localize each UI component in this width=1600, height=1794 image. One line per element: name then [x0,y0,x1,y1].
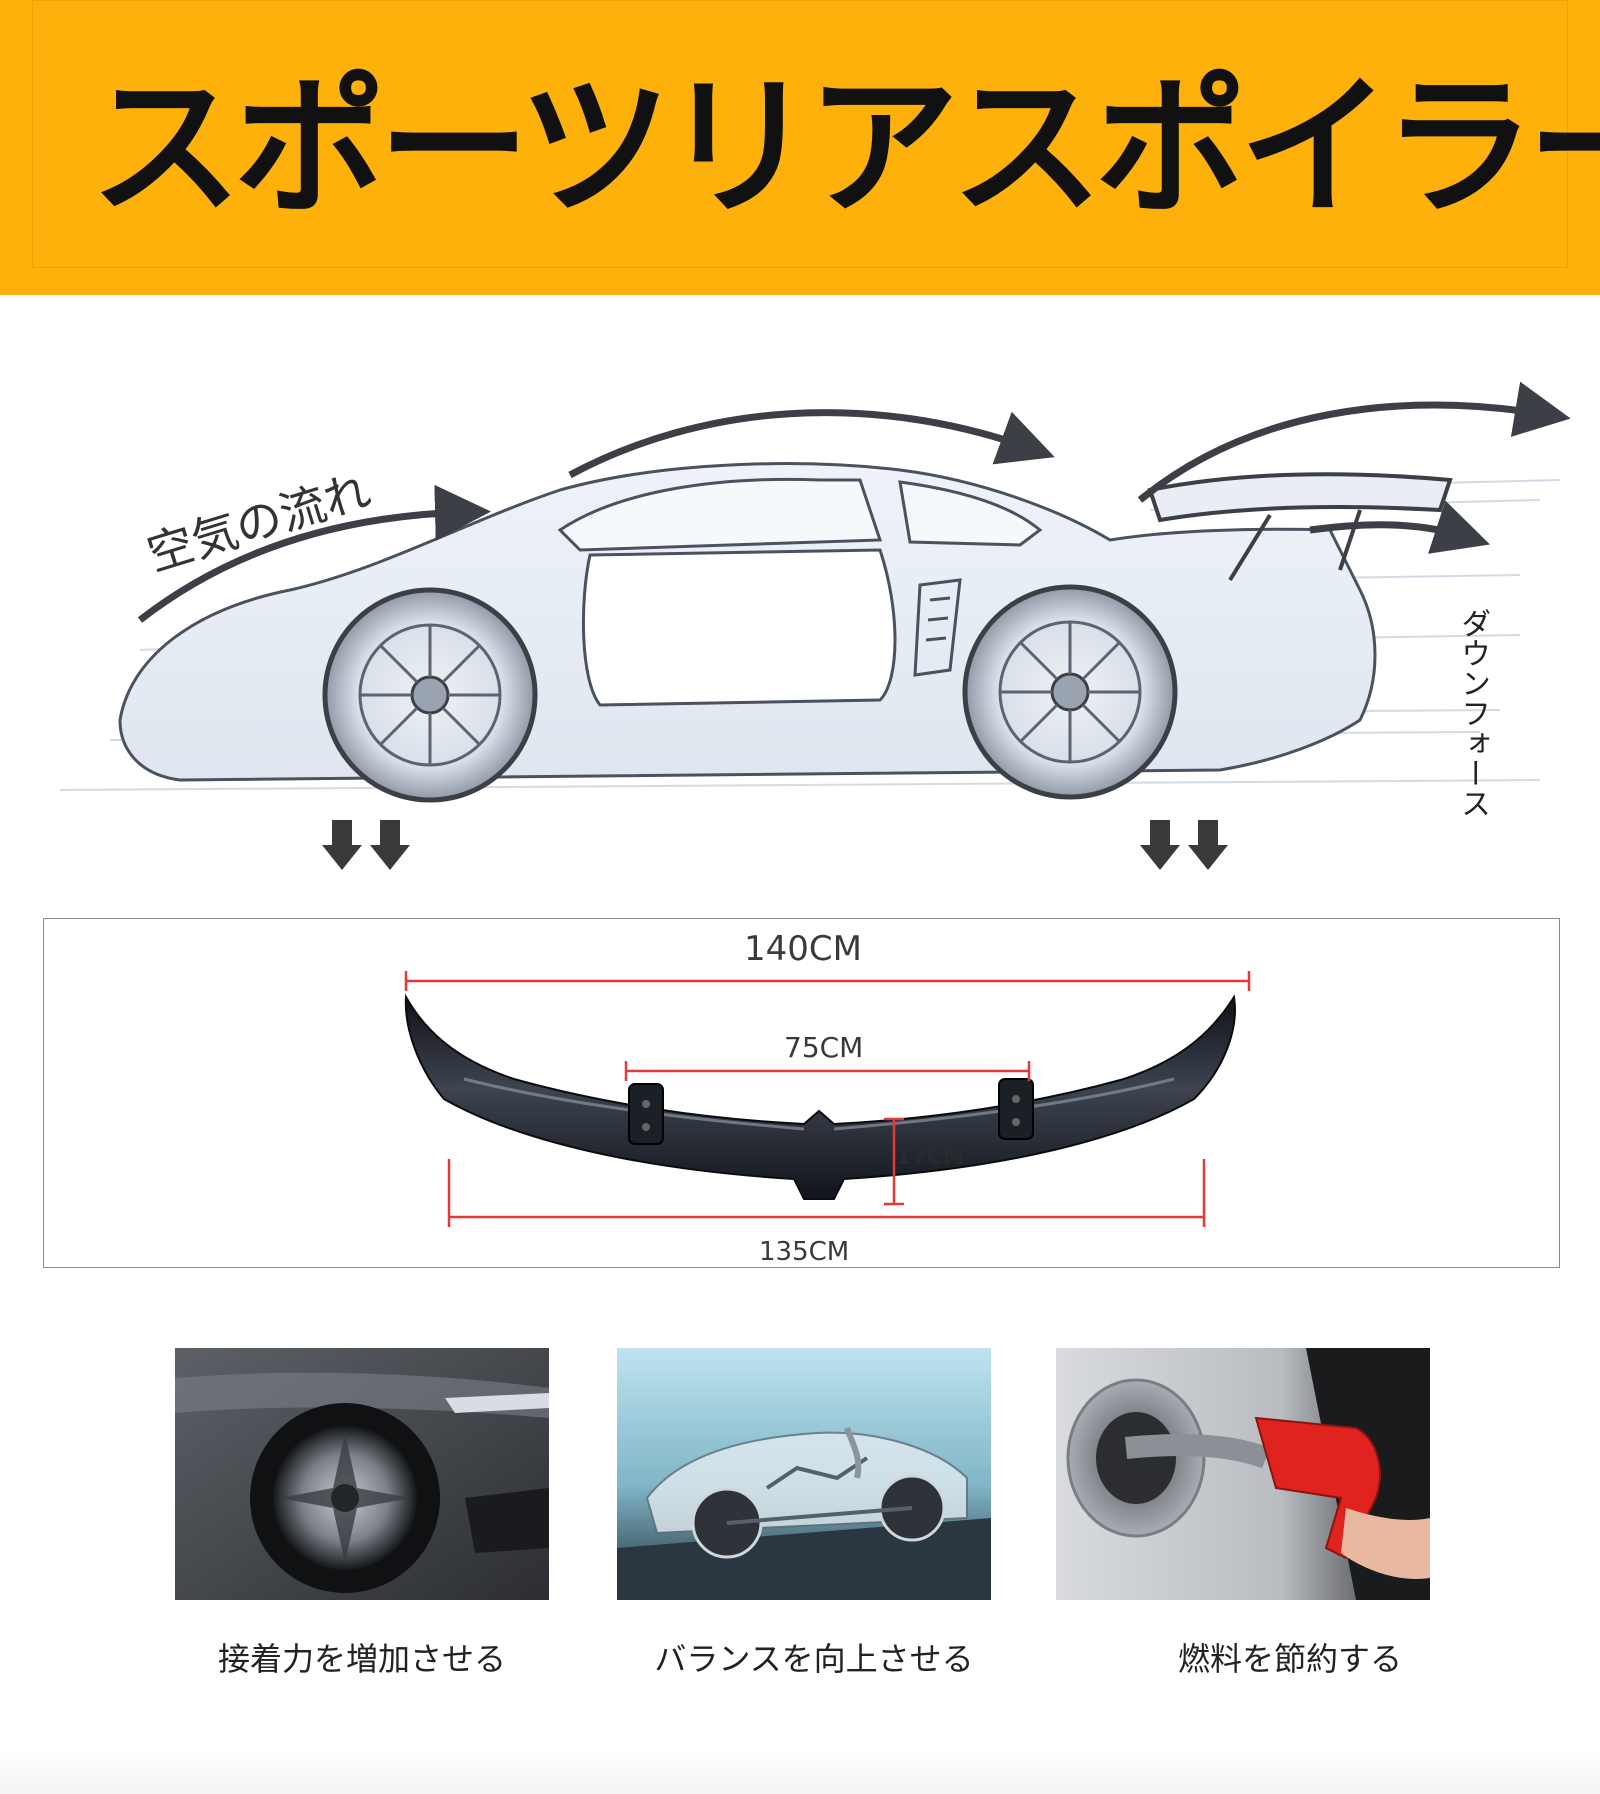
car-door [581,548,897,707]
spoiler-wing [404,993,1236,1200]
base-width-label: 135CM [759,1237,850,1267]
page-title: スポーツリアスポイラー [90,59,1600,236]
feature-image-balance [617,1348,991,1600]
spoiler-dimension-panel: 140CM 75CM 17CM 135CM [43,918,1560,1268]
front-wheel [322,587,538,803]
rear-wing-sketch [1147,472,1453,582]
downforce-arrows [322,820,1228,870]
right-mount [998,1078,1034,1140]
spoiler-diagram [404,971,1251,1227]
left-mount [628,1083,664,1145]
feature-image-fuel [1056,1348,1430,1600]
car-chassis-photo [617,1348,991,1600]
banner-frame [32,0,1568,268]
car-windows [557,477,1043,552]
title-banner: スポーツリアスポイラー [0,0,1600,295]
downforce-label: ダウンフォース [1455,608,1490,818]
airflow-arrows [137,381,1571,623]
fuel-nozzle-photo [1056,1348,1430,1600]
feature-image-grip [175,1348,549,1600]
rear-wheel [962,584,1178,800]
feature-label-grip: 接着力を増加させる [217,1640,506,1678]
overall-width-label: 140CM [744,929,862,969]
car-airflow-illustration [59,381,1571,870]
feature-label-fuel: 燃料を節約する [1177,1640,1402,1678]
mount-spacing-label: 75CM [784,1031,864,1064]
footer-strip [0,1746,1600,1794]
car-wheel-photo [175,1348,549,1600]
height-label: 17CM [896,1145,965,1170]
feature-label-balance: バランスを向上させる [654,1640,974,1678]
side-vent [913,578,962,677]
dimension-lines [404,971,1251,1227]
